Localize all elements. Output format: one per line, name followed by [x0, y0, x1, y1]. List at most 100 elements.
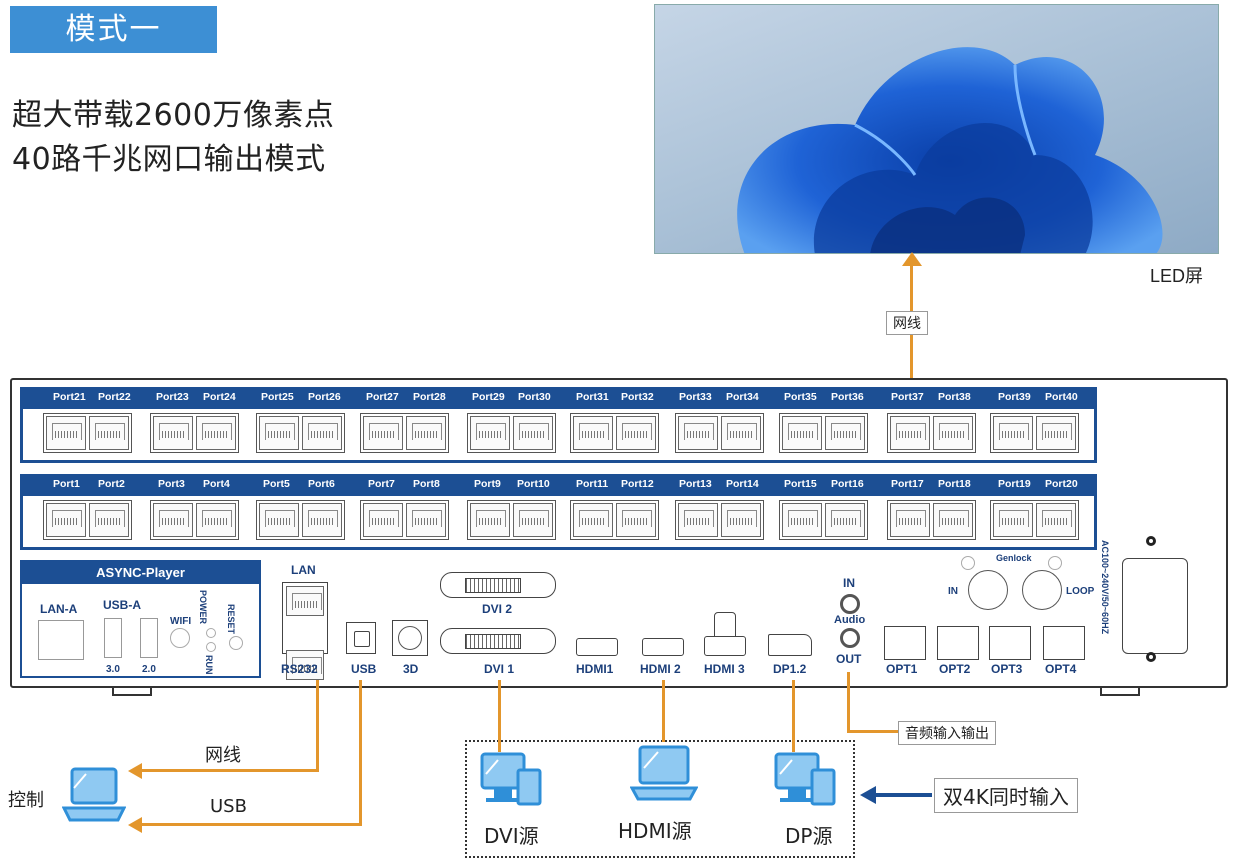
- dual-input-tag: 双4K同时输入: [934, 778, 1078, 813]
- usb-cable: [140, 823, 362, 826]
- ethernet-port-pair: [990, 500, 1079, 540]
- hdmi-2-port-icon[interactable]: [642, 638, 684, 656]
- ethernet-port-icon[interactable]: [259, 503, 299, 537]
- ethernet-port-icon[interactable]: [573, 416, 613, 450]
- audio-out-jack-icon[interactable]: [840, 628, 860, 648]
- genlock-loop-label: LOOP: [1066, 586, 1095, 597]
- lan-a-port-icon[interactable]: [38, 620, 84, 660]
- ethernet-port-icon[interactable]: [259, 416, 299, 450]
- hdmi-1-port-icon[interactable]: [576, 638, 618, 656]
- ethernet-port-icon[interactable]: [153, 503, 193, 537]
- ethernet-port-icon[interactable]: [406, 503, 446, 537]
- ethernet-port-icon[interactable]: [993, 503, 1033, 537]
- lan-port-icon[interactable]: [286, 586, 324, 616]
- ethernet-port-icon[interactable]: [196, 503, 236, 537]
- ethernet-port-icon[interactable]: [1036, 416, 1076, 450]
- ethernet-port-icon[interactable]: [513, 503, 553, 537]
- usb-3-port-icon[interactable]: [104, 618, 122, 658]
- wifi-antenna-icon[interactable]: [170, 628, 190, 648]
- ethernet-port-icon[interactable]: [721, 503, 761, 537]
- ethernet-port-icon[interactable]: [363, 416, 403, 450]
- ethernet-port-pair: [150, 500, 239, 540]
- ethernet-port-icon[interactable]: [616, 416, 656, 450]
- ethernet-port-icon[interactable]: [46, 416, 86, 450]
- screw-icon: [1146, 652, 1156, 662]
- ethernet-port-pair: [675, 500, 764, 540]
- ethernet-port-icon[interactable]: [46, 503, 86, 537]
- dvi-1-port-icon[interactable]: [440, 628, 556, 654]
- ethernet-port-pair: [779, 500, 868, 540]
- ethernet-port-icon[interactable]: [890, 416, 930, 450]
- ethernet-port-icon[interactable]: [573, 503, 613, 537]
- ethernet-port-icon[interactable]: [825, 503, 865, 537]
- ethernet-port-pair: [256, 500, 345, 540]
- led-screen-label: LED屏: [1150, 266, 1204, 286]
- usb-2-port-icon[interactable]: [140, 618, 158, 658]
- ethernet-port-icon[interactable]: [302, 416, 342, 450]
- reset-button[interactable]: [229, 636, 243, 650]
- dp-source-computer-icon: [774, 752, 836, 806]
- opt-3-port-icon[interactable]: [989, 626, 1031, 660]
- ethernet-port-icon[interactable]: [933, 503, 973, 537]
- ethernet-port-icon[interactable]: [89, 416, 129, 450]
- ethernet-port-pair: [675, 413, 764, 453]
- dvi-source-computer-icon: [480, 752, 542, 806]
- audio-in-jack-icon[interactable]: [840, 594, 860, 614]
- cable-label: 网线: [205, 745, 241, 766]
- dvi-1-label: DVI 1: [484, 662, 515, 676]
- wifi-label: WIFI: [170, 616, 192, 627]
- ethernet-port-icon[interactable]: [678, 503, 718, 537]
- genlock-in-bnc-icon[interactable]: [968, 570, 1008, 610]
- genlock-screw-icon: [1048, 556, 1062, 570]
- opt-label: OPT3: [991, 662, 1023, 676]
- genlock-loop-bnc-icon[interactable]: [1022, 570, 1062, 610]
- ethernet-port-icon[interactable]: [933, 416, 973, 450]
- ethernet-port-icon[interactable]: [782, 503, 822, 537]
- port-label: Port23: [156, 391, 189, 403]
- audio-out-label: OUT: [836, 652, 862, 666]
- hdmi-3-port-icon[interactable]: [704, 636, 746, 656]
- ethernet-port-icon[interactable]: [721, 416, 761, 450]
- ethernet-port-icon[interactable]: [782, 416, 822, 450]
- ethernet-port-icon[interactable]: [89, 503, 129, 537]
- audio-cable: [847, 730, 899, 733]
- 3d-sync-port-icon[interactable]: [398, 626, 422, 650]
- ethernet-port-icon[interactable]: [196, 416, 236, 450]
- ethernet-port-icon[interactable]: [1036, 503, 1076, 537]
- opt-1-port-icon[interactable]: [884, 626, 926, 660]
- port-label: Port19: [998, 478, 1031, 490]
- ethernet-port-icon[interactable]: [153, 416, 193, 450]
- port-label: Port17: [891, 478, 924, 490]
- ethernet-port-icon[interactable]: [406, 416, 446, 450]
- ethernet-port-pair: [360, 413, 449, 453]
- ethernet-port-icon[interactable]: [890, 503, 930, 537]
- headline-line-1: 超大带载2600万像素点: [12, 98, 335, 133]
- ethernet-port-icon[interactable]: [616, 503, 656, 537]
- rs232-port-icon[interactable]: [286, 650, 324, 680]
- dp-port-icon[interactable]: [768, 634, 812, 656]
- dvi-cable: [498, 680, 501, 752]
- dvi-2-port-icon[interactable]: [440, 572, 556, 598]
- port-label: Port24: [203, 391, 236, 403]
- ethernet-port-icon[interactable]: [470, 503, 510, 537]
- opt-2-port-icon[interactable]: [937, 626, 979, 660]
- port-label: Port38: [938, 391, 971, 403]
- ethernet-port-icon[interactable]: [513, 416, 553, 450]
- ethernet-port-icon[interactable]: [678, 416, 718, 450]
- run-led-icon: [206, 642, 216, 652]
- power-socket-icon[interactable]: [1122, 558, 1188, 654]
- usb-b-port-icon[interactable]: [346, 622, 376, 654]
- ethernet-port-icon[interactable]: [470, 416, 510, 450]
- run-label: RUN: [204, 655, 214, 675]
- opt-4-port-icon[interactable]: [1043, 626, 1085, 660]
- port-label: Port29: [472, 391, 505, 403]
- port-label: Port3: [158, 478, 185, 490]
- headline-line-2: 40路千兆网口输出模式: [12, 142, 326, 177]
- ethernet-port-icon[interactable]: [302, 503, 342, 537]
- port-label: Port9: [474, 478, 501, 490]
- ethernet-port-icon[interactable]: [993, 416, 1033, 450]
- ethernet-port-icon[interactable]: [825, 416, 865, 450]
- port-label: Port5: [263, 478, 290, 490]
- port-label: Port7: [368, 478, 395, 490]
- ethernet-port-icon[interactable]: [363, 503, 403, 537]
